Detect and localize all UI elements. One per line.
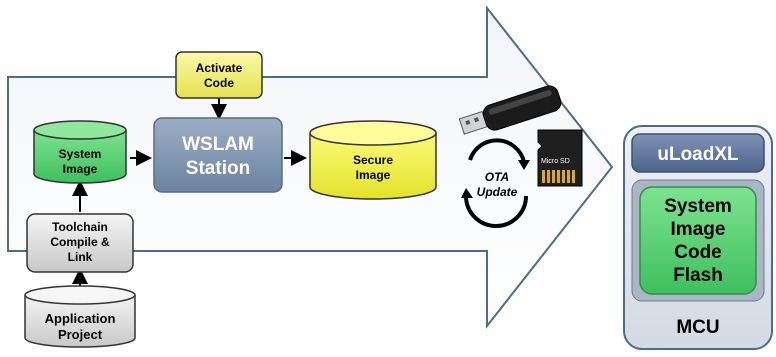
toolchain-line1: Toolchain	[52, 220, 108, 234]
flash-line4: Flash	[673, 265, 723, 286]
application-project-cylinder: Application Project	[24, 285, 136, 348]
wslam-line2: Station	[186, 158, 250, 179]
uloadxl-label: uLoadXL	[657, 144, 739, 165]
flash-line2: Image	[671, 219, 726, 240]
secure-image-line1: Secure	[353, 153, 393, 167]
secure-image-cylinder: Secure Image	[309, 120, 437, 200]
uloadxl-block	[631, 133, 765, 173]
mcu-label: MCU	[676, 317, 719, 338]
microsd-label: Micro SD	[541, 158, 570, 165]
ota-line2: Update	[477, 185, 518, 199]
flash-line1: System	[664, 196, 732, 217]
system-image-line2: Image	[63, 162, 98, 176]
activate-code-box: Activate Code	[175, 51, 263, 99]
toolchain-line2: Compile &	[50, 235, 110, 249]
microsd-card-icon: Micro SD	[537, 129, 583, 187]
activate-line2: Code	[204, 76, 234, 90]
secure-image-line2: Image	[356, 168, 391, 182]
wslam-station-box: WSLAM Station	[153, 117, 283, 193]
wslam-line1: WSLAM	[182, 134, 254, 155]
usb-drive-icon	[458, 85, 562, 135]
app-project-line1: Application	[45, 311, 116, 326]
toolchain-line3: Link	[68, 250, 93, 264]
mcu-box: uLoadXL System Image Code Flash MCU	[623, 125, 773, 350]
connectors	[72, 98, 307, 290]
flash-line3: Code	[674, 242, 722, 263]
app-project-line2: Project	[58, 327, 103, 342]
system-image-flash-block	[639, 186, 757, 295]
ota-line1: OTA	[485, 170, 509, 184]
toolchain-box: Toolchain Compile & Link	[26, 213, 134, 273]
ota-cycle-icon: OTA Update	[461, 138, 530, 228]
system-image-line1: System	[59, 147, 102, 161]
system-image-cylinder: System Image	[33, 120, 127, 184]
activate-line1: Activate	[196, 61, 243, 75]
